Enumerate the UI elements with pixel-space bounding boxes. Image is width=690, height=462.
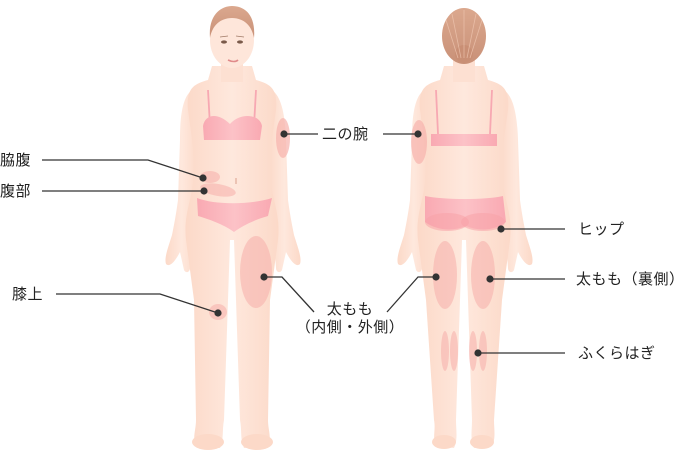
calf-area [441,331,449,371]
label-thigh-line2: （内側・外側） [295,318,405,336]
label-above-knee: 膝上 [12,285,44,303]
leader-lines [42,133,565,354]
upper-arm-back-area [411,120,427,164]
abdomen-area [200,183,236,197]
hip-right-area [461,213,505,231]
marker-dots [199,130,505,357]
label-flank: 脇腹 [0,151,32,169]
above-knee-leader [56,293,219,314]
upper-arm-front-area [276,118,290,158]
thigh-back-left-area [433,241,457,309]
label-hip: ヒップ [578,220,625,238]
label-upper-arm: 二の腕 [322,125,369,143]
label-thigh-back: 太もも（裏側） [576,270,685,288]
thigh-front-area [240,236,272,308]
label-calf: ふくらはぎ [578,344,656,362]
thigh-leader-back [386,276,436,313]
flank-leader [42,159,204,179]
label-thigh-inner-outer: 太もも （内側・外側） [290,300,410,336]
front-figure [165,6,301,450]
label-thigh-line1: 太もも [326,300,374,318]
hip-left-area [425,213,469,231]
thigh-leader-front [264,276,315,313]
label-abdomen: 腹部 [0,182,32,200]
thigh-back-right-area [471,241,495,309]
